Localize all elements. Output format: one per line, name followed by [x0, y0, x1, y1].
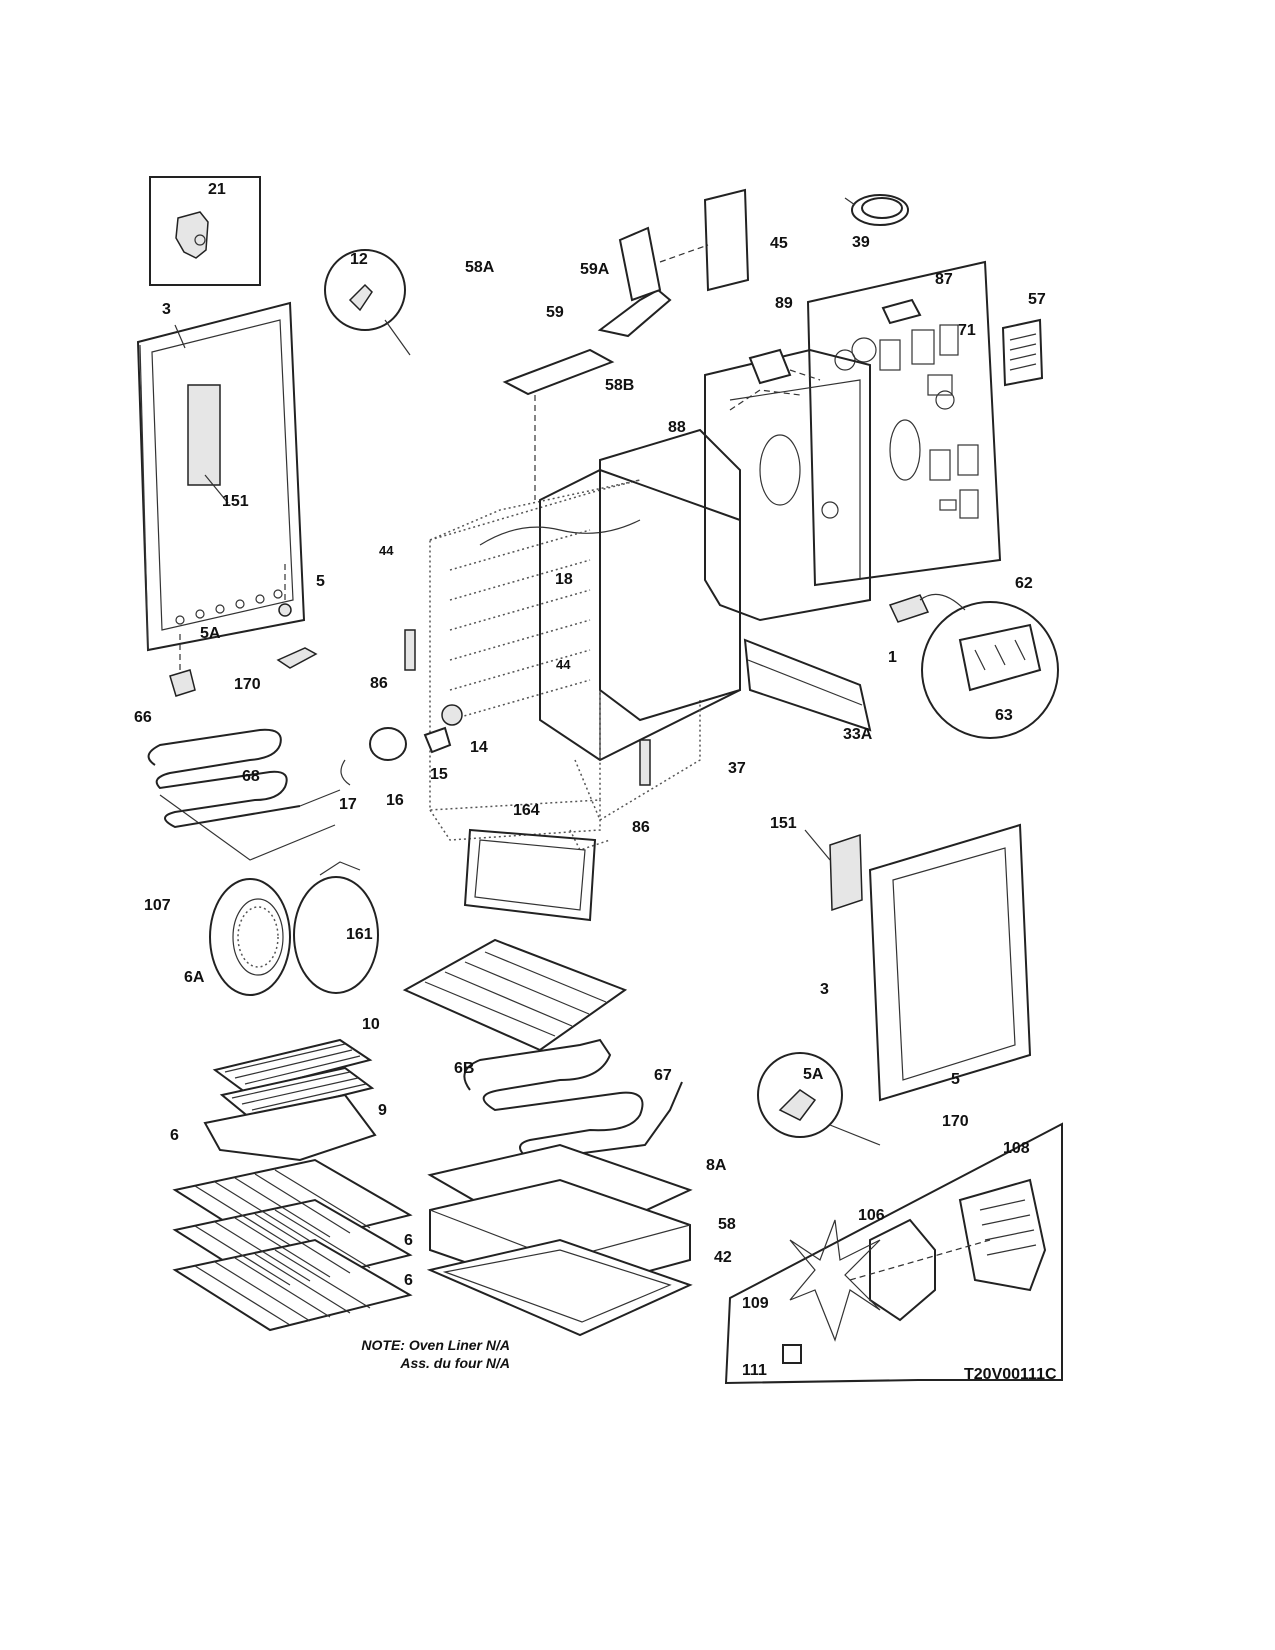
- label-58B: 58B: [605, 377, 635, 394]
- label-33A: 33A: [843, 726, 873, 743]
- label-170-right: 170: [942, 1113, 969, 1130]
- label-89: 89: [775, 295, 793, 312]
- label-71: 71: [958, 322, 976, 339]
- label-68: 68: [242, 768, 260, 785]
- convection-cover: [209, 878, 291, 996]
- label-17: 17: [339, 796, 357, 813]
- side-panel-right: [868, 823, 1032, 1102]
- label-6-bottom: 6: [404, 1272, 413, 1289]
- note-line-english: NOTE: Oven Liner N/A: [361, 1337, 510, 1353]
- label-62: 62: [1015, 575, 1033, 592]
- diagram-code: T20V00111C: [964, 1366, 1057, 1383]
- label-109: 109: [742, 1295, 769, 1312]
- part-21-inset: [149, 176, 261, 286]
- label-106: 106: [858, 1207, 885, 1224]
- label-6-top: 6: [170, 1127, 179, 1144]
- label-58A: 58A: [465, 259, 495, 276]
- oven-liner-note: NOTE: Oven Liner N/A Ass. du four N/A: [300, 1336, 510, 1372]
- label-6A: 6A: [184, 969, 205, 986]
- label-5A-left: 5A: [200, 625, 221, 642]
- label-88: 88: [668, 419, 686, 436]
- label-170-left: 170: [234, 676, 261, 693]
- label-67: 67: [654, 1067, 672, 1084]
- label-1: 1: [888, 649, 897, 666]
- label-5A-right: 5A: [803, 1066, 824, 1083]
- label-45: 45: [770, 235, 788, 252]
- label-86-left: 86: [370, 675, 388, 692]
- label-63: 63: [995, 707, 1013, 724]
- label-57: 57: [1028, 291, 1046, 308]
- label-59A: 59A: [580, 261, 610, 278]
- label-16: 16: [386, 792, 404, 809]
- label-3-left: 3: [162, 301, 171, 318]
- label-107: 107: [144, 897, 171, 914]
- rear-panel: [806, 260, 1002, 587]
- label-151-left: 151: [222, 493, 249, 510]
- oven-door-left: [136, 301, 306, 652]
- label-6-mid: 6: [404, 1232, 413, 1249]
- label-87: 87: [935, 271, 953, 288]
- label-12: 12: [350, 251, 368, 268]
- label-42: 42: [714, 1249, 732, 1266]
- label-108: 108: [1003, 1140, 1030, 1157]
- label-5-right: 5: [951, 1071, 960, 1088]
- label-164: 164: [513, 802, 540, 819]
- label-21: 21: [208, 181, 226, 198]
- label-18: 18: [555, 571, 573, 588]
- label-44-mid: 44: [556, 657, 571, 672]
- label-10: 10: [362, 1016, 380, 1033]
- label-6B: 6B: [454, 1060, 475, 1077]
- label-14: 14: [470, 739, 488, 756]
- label-161: 161: [346, 926, 373, 943]
- label-111: 111: [742, 1362, 767, 1379]
- power-cord: [844, 194, 909, 226]
- label-3-right: 3: [820, 981, 829, 998]
- label-8A: 8A: [706, 1157, 727, 1174]
- label-15: 15: [430, 766, 448, 783]
- label-86-right: 86: [632, 819, 650, 836]
- note-line-french: Ass. du four N/A: [400, 1355, 510, 1371]
- label-58: 58: [718, 1216, 736, 1233]
- label-59: 59: [546, 304, 564, 321]
- label-39: 39: [852, 234, 870, 251]
- label-151-right: 151: [770, 815, 797, 832]
- label-37: 37: [728, 760, 746, 777]
- label-44-top: 44: [379, 543, 394, 558]
- label-66: 66: [134, 709, 152, 726]
- label-5-left: 5: [316, 573, 325, 590]
- label-9: 9: [378, 1102, 387, 1119]
